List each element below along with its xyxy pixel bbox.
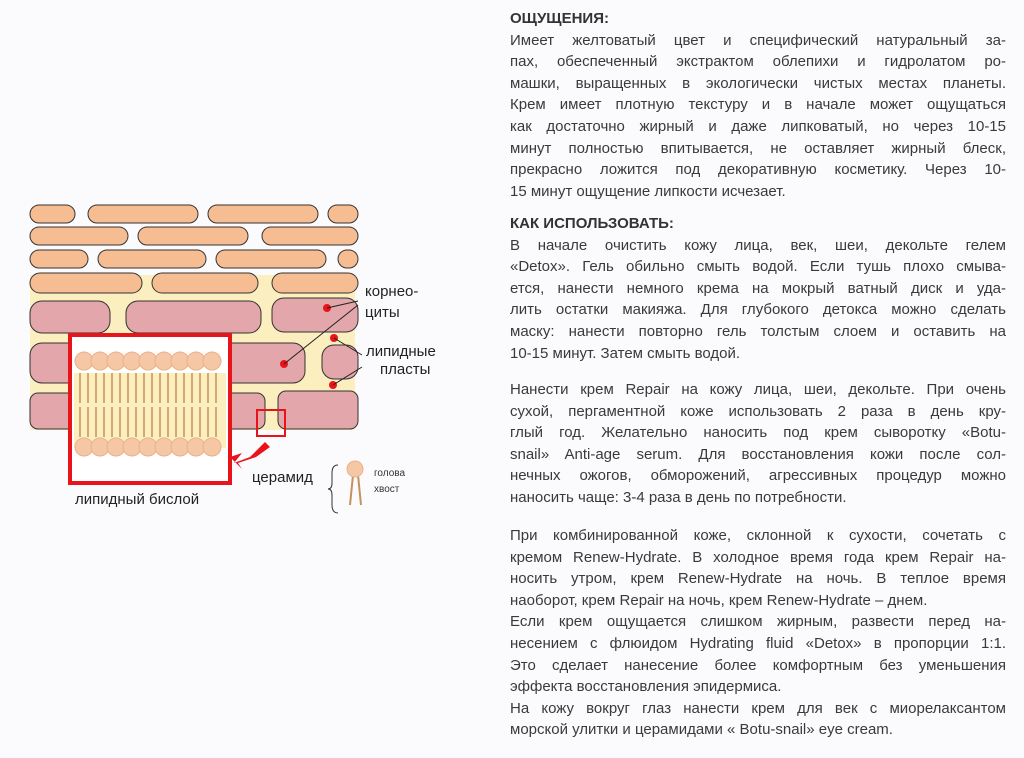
text-line: 10-15 минут. Затем смыть водой. [510,344,741,362]
text-line: пах, обеспеченный экстрактом облепихи и … [510,53,1006,71]
bilayer-tails [79,373,217,437]
label-lipid-layers-2: пласты [380,361,431,378]
text-line: несением с флюидом Hydrating fluid «Deto… [510,634,1006,652]
section-sensations: ОЩУЩЕНИЯ: Имеет желтоватый цвет и специф… [510,8,1006,202]
text-line: Если крем ощущается слишком жирным, разв… [510,613,1006,631]
text-line: На кожу вокруг глаз нанести крем для век… [510,699,1006,717]
text-line: Это сделает нанесение более комфортным б… [510,656,1006,674]
text-line: морской улитки и церамидами « Botu-snail… [510,721,893,739]
section-title: ОЩУЩЕНИЯ: [510,10,609,27]
text-line: наносить чаще: 3-4 раза в день по потреб… [510,488,847,506]
text-line: эффекта восстановления эпидермиса. [510,678,782,696]
text-line: как достаточно жирный и даже липковатый,… [510,117,1006,135]
text-line: лить остатки макияжа. Для глубокого дето… [510,301,1006,319]
text-line: нечных ожогов, обморожений, агрессивных … [510,467,1006,485]
text-line: 15 минут ощущение липкости исчезает. [510,182,786,200]
text-line: прекрасно ложится под декоративную косме… [510,161,1006,179]
skin-diagram [29,204,364,514]
paragraph-repair: Нанести крем Repair на кожу лица, шеи, д… [510,379,1006,509]
label-lipid-bilayer: липидный бислой [75,491,200,508]
label-corneocytes-1: корнео- [365,283,419,300]
section-how-to-use: КАК ИСПОЛЬЗОВАТЬ: В начале очистить кожу… [510,213,1006,364]
text-line: сухой, пергаментной коже использовать 2 … [510,402,1006,420]
bilayer-heads [74,351,222,457]
text-line: глый год. Желательно наносить под крем с… [510,424,1006,442]
text-line: Нанести крем Repair на кожу лица, шеи, д… [510,381,1006,398]
section-title: КАК ИСПОЛЬЗОВАТЬ: [510,215,674,232]
label-lipid-layers-1: липидные [366,343,436,360]
text-line: ется, нанести немного крема на мокрый ва… [510,279,1006,297]
upper-corneocytes [29,204,359,294]
ceramide-icon [327,460,364,514]
text-line: машки, выращенных в экологически чистых … [510,74,1006,92]
paragraph-combination-skin: При комбинированной коже, склонной к сух… [510,525,1006,741]
text-line: При комбинированной коже, склонной к сух… [510,527,1006,544]
label-head: голова [374,468,406,479]
text-line: минут полностью впитывается, не оставляе… [510,139,1006,157]
text-line: «Detox». Гель обильно смыть водой. Если … [510,258,1006,276]
text-line: Имеет желтоватый цвет и специфический на… [510,31,1006,49]
label-corneocytes-2: циты [365,304,400,321]
label-tail: хвост [374,484,400,495]
label-ceramide: церамид [252,469,313,486]
text-line: маску: нанести повторно гель толстым сло… [510,322,1006,340]
text-line: snail» Anti-age serum. Для восстановлени… [510,445,1006,463]
text-line: носить утром, крем Renew-Hydrate на ночь… [510,570,1006,588]
text-line: наоборот, крем Repair на ночь, крем Rene… [510,591,928,609]
text-line: Крем имеет плотную текстуру и в начале м… [510,96,1006,114]
text-line: кремом Renew-Hydrate. В холодное время г… [510,548,1006,566]
text-line: В начале очистить кожу лица, век, шеи, д… [510,236,1006,254]
